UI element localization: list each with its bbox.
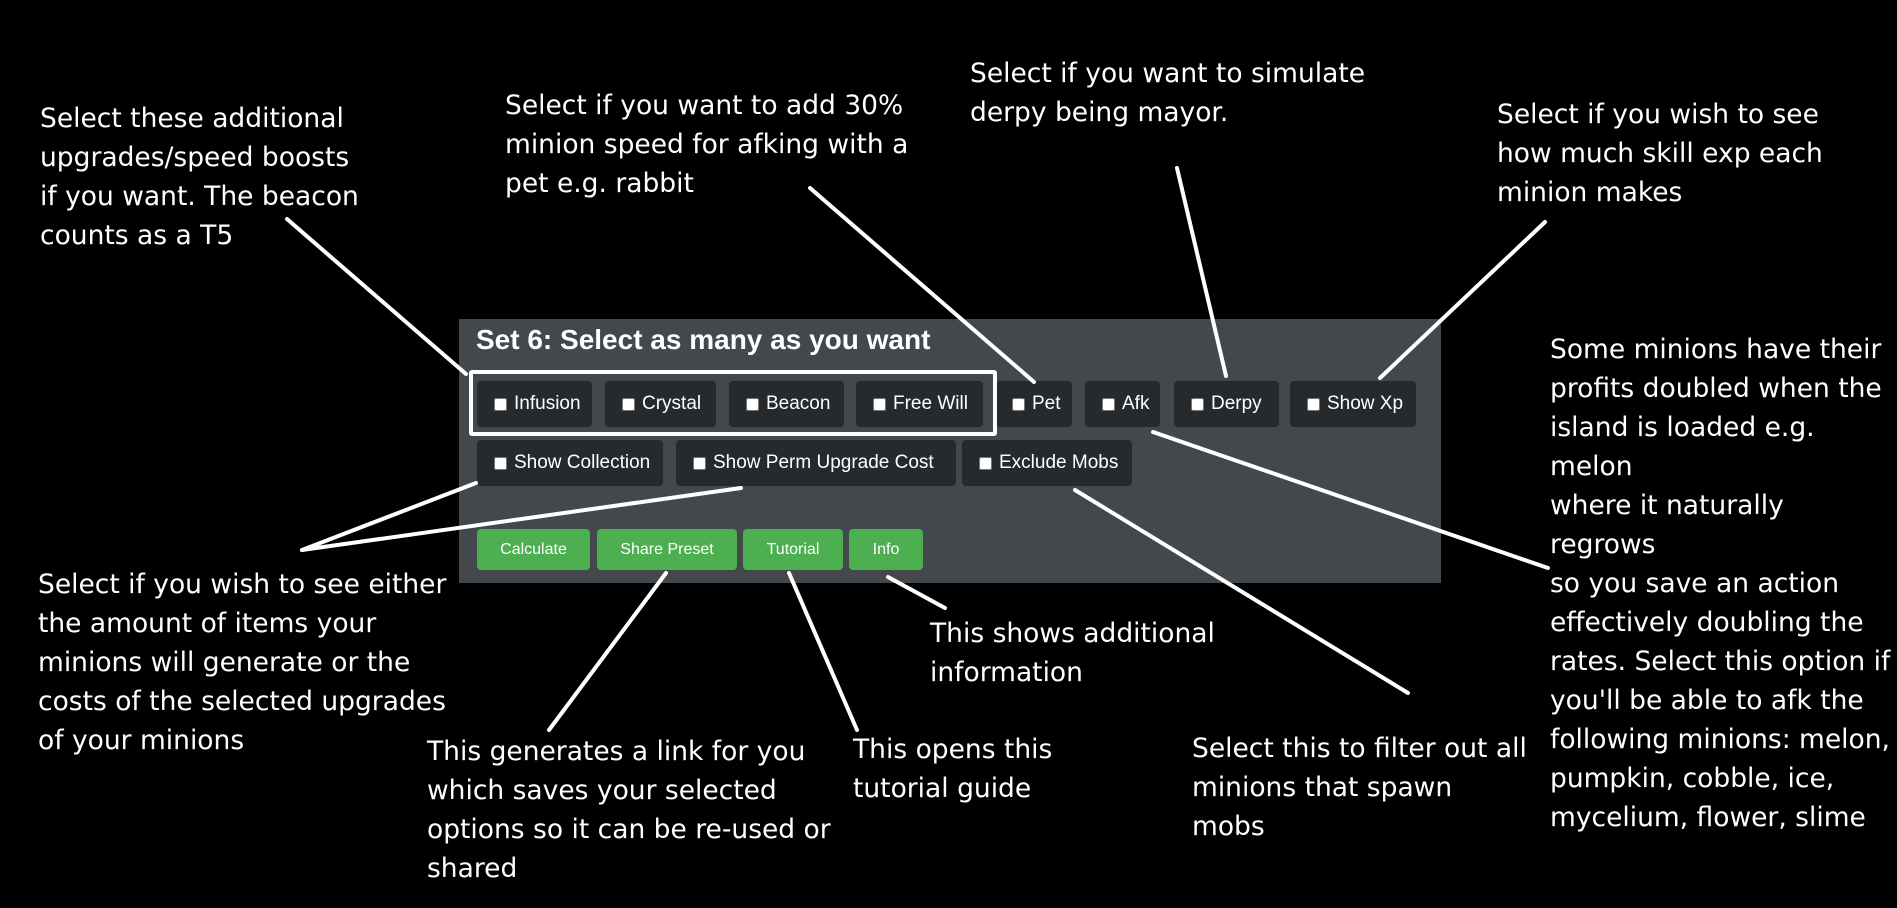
option-label: Infusion [514,393,581,414]
option-show-collection[interactable]: Show Collection [477,440,663,486]
option-label: Show Perm Upgrade Cost [713,452,934,473]
annotation-info: This shows additional information [930,618,1215,688]
option-label: Derpy [1211,393,1262,414]
option-derpy[interactable]: Derpy [1174,381,1279,427]
infusion-checkbox[interactable] [494,397,507,411]
option-label: Show Xp [1327,393,1404,414]
option-show-xp[interactable]: Show Xp [1290,381,1416,427]
annotation-show-collection: Select if you wish to see either the amo… [38,569,447,756]
calculate-button[interactable]: Calculate [477,529,590,570]
annotation-tutorial: This opens this tutorial guide [853,734,1053,804]
panel-title: Set 6: Select as many as you want [476,324,931,355]
annotation-exclude-mobs: Select this to filter out all minions th… [1192,733,1527,842]
option-pet[interactable]: Pet [995,381,1072,427]
beacon-checkbox[interactable] [746,397,759,411]
options-panel: Set 6: Select as many as you want Infusi… [459,319,1441,583]
info-button[interactable]: Info [849,529,923,570]
pet-checkbox[interactable] [1012,397,1025,411]
option-label: Exclude Mobs [999,452,1119,473]
annotation-pet: Select if you want to add 30% minion spe… [505,90,909,199]
option-label: Beacon [766,393,831,414]
option-label: Afk [1122,393,1150,414]
option-exclude-mobs[interactable]: Exclude Mobs [962,440,1132,486]
show-collection-checkbox[interactable] [494,456,507,470]
derpy-checkbox[interactable] [1191,397,1204,411]
option-infusion[interactable]: Infusion [477,381,592,427]
exclude-mobs-checkbox[interactable] [979,456,992,470]
option-show-perm-upgrade-cost[interactable]: Show Perm Upgrade Cost [676,440,956,486]
annotation-show-xp: Select if you wish to see how much skill… [1497,99,1823,208]
annotation-derpy: Select if you want to simulate derpy bei… [970,58,1366,128]
pointer-show-collection-a [300,481,478,552]
option-label: Show Collection [514,452,651,473]
annotation-upgrades: Select these additional upgrades/speed b… [40,103,359,251]
show-xp-checkbox[interactable] [1307,397,1320,411]
option-label: Crystal [642,393,702,414]
show-perm-upgrade-cost-checkbox[interactable] [693,456,706,470]
share-preset-button[interactable]: Share Preset [597,529,737,570]
option-label: Pet [1032,393,1061,414]
pointer-share-preset [547,571,668,732]
option-afk[interactable]: Afk [1085,381,1160,427]
free-will-checkbox[interactable] [873,397,886,411]
annotation-share-preset: This generates a link for you which save… [427,736,831,884]
option-free-will[interactable]: Free Will [856,381,983,427]
annotation-afk: Some minions have their profits doubled … [1550,334,1891,833]
option-crystal[interactable]: Crystal [605,381,716,427]
afk-checkbox[interactable] [1102,397,1115,411]
tutorial-button[interactable]: Tutorial [743,529,843,570]
pointer-tutorial [787,571,859,732]
option-beacon[interactable]: Beacon [729,381,844,427]
option-label: Free Will [893,393,968,414]
crystal-checkbox[interactable] [622,397,635,411]
